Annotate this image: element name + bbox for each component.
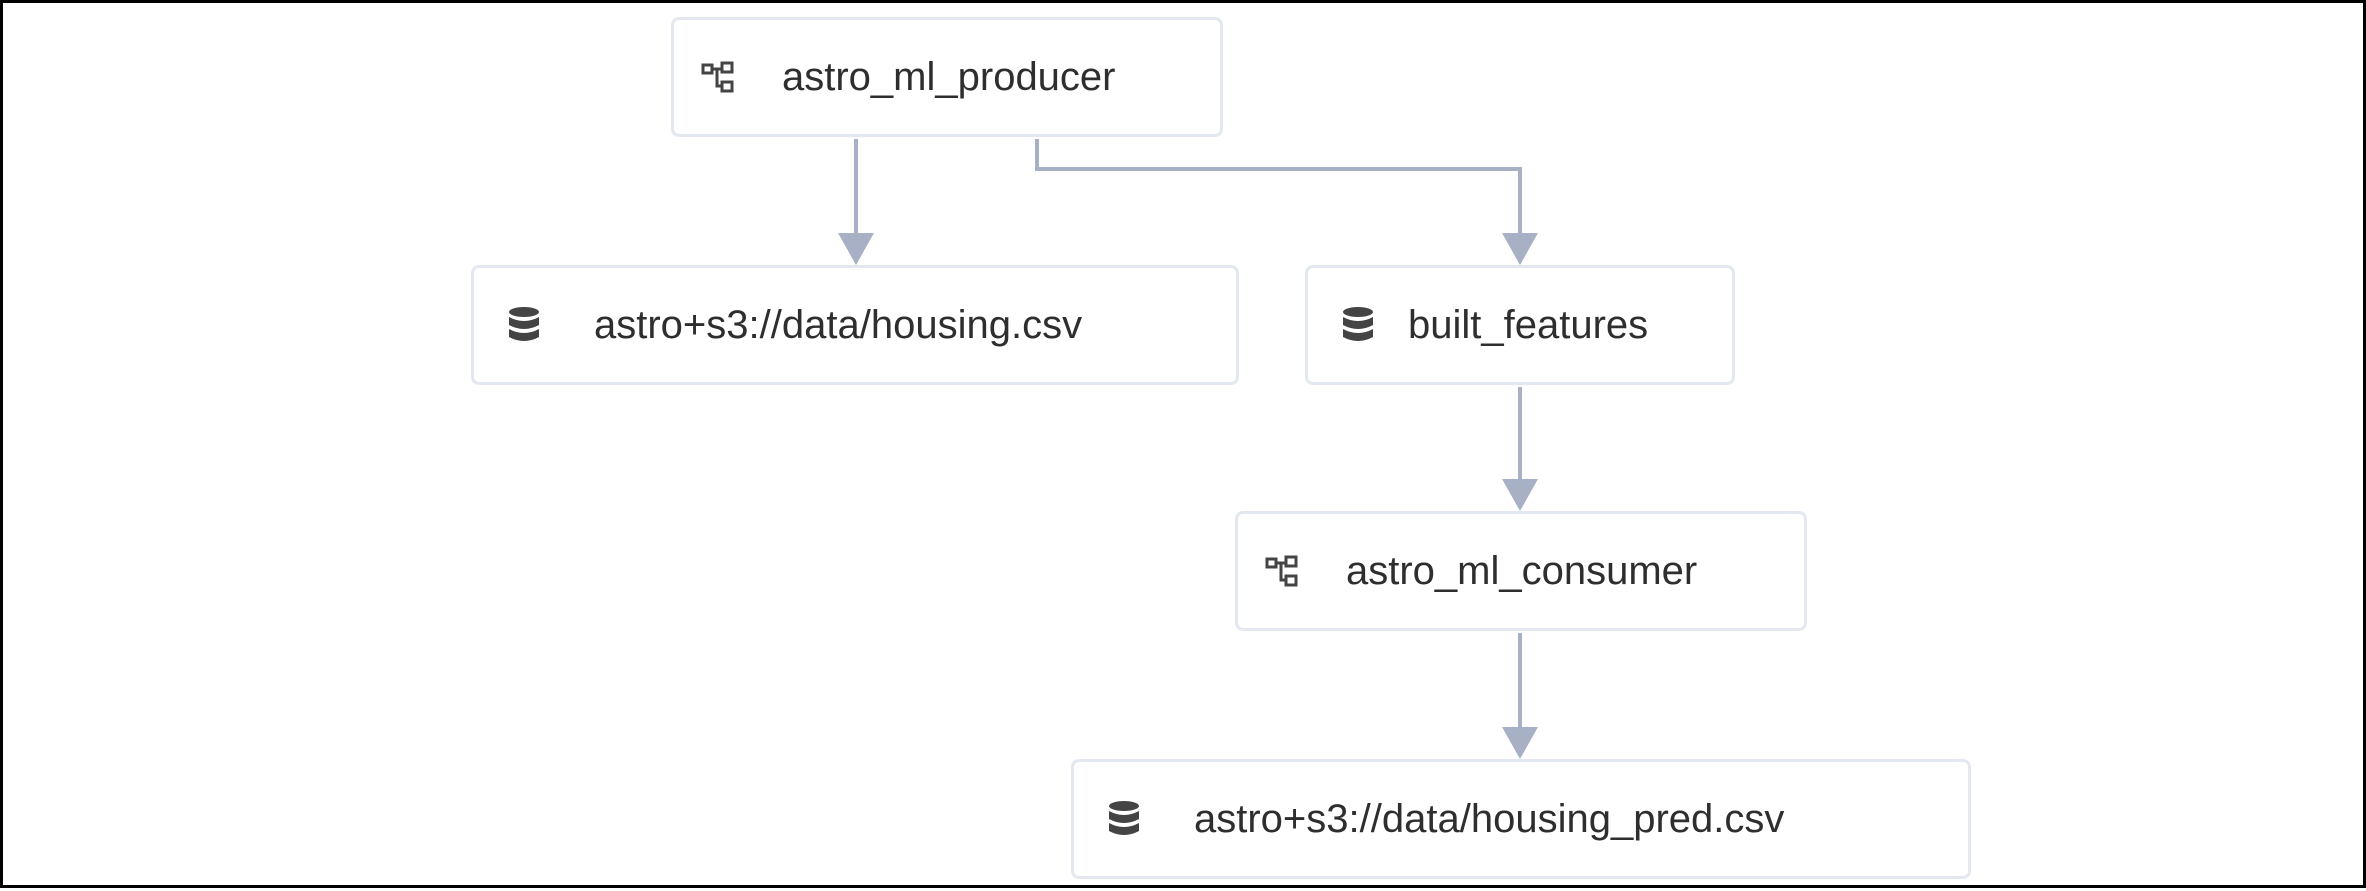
edges-layer (838, 139, 1538, 759)
arrowhead-pred (1502, 727, 1538, 759)
dag-icon (1262, 551, 1302, 591)
node-astro-ml-producer[interactable]: astro_ml_producer (671, 17, 1223, 137)
node-label: built_features (1408, 302, 1649, 347)
arrowhead-consumer (1502, 479, 1538, 511)
database-icon (504, 305, 544, 345)
node-built-features[interactable]: built_features (1305, 265, 1735, 385)
node-astro-ml-consumer[interactable]: astro_ml_consumer (1235, 511, 1807, 631)
node-housing-pred-csv[interactable]: astro+s3://data/housing_pred.csv (1071, 759, 1971, 879)
edge-producer-to-features (1035, 139, 1522, 239)
node-label: astro_ml_producer (782, 54, 1116, 99)
node-housing-csv[interactable]: astro+s3://data/housing.csv (471, 265, 1239, 385)
node-label: astro+s3://data/housing.csv (594, 302, 1083, 347)
database-icon (1338, 305, 1378, 345)
dag-icon (698, 57, 738, 97)
arrowhead-features (1502, 233, 1538, 265)
node-label: astro+s3://data/housing_pred.csv (1194, 796, 1785, 841)
database-icon (1104, 799, 1144, 839)
node-label: astro_ml_consumer (1346, 548, 1698, 593)
arrowhead-housing (838, 233, 874, 265)
